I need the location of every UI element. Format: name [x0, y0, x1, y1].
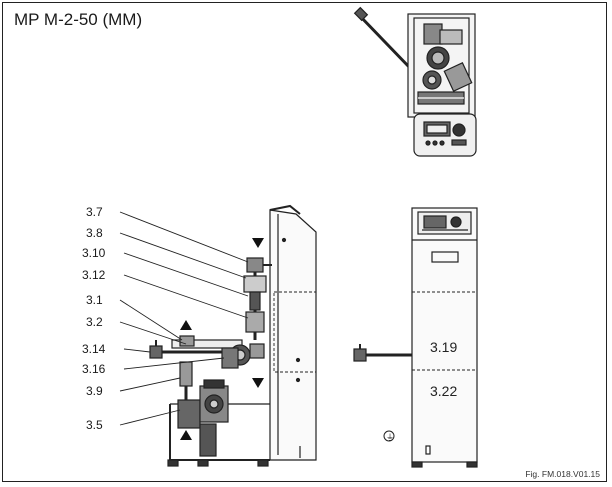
top-view [353, 6, 477, 157]
figure-reference: Fig. FM.018.V01.15 [525, 469, 600, 479]
callout-3-16: 3.16 [82, 362, 106, 376]
ground-icon [383, 430, 395, 442]
callout-3-10: 3.10 [82, 246, 106, 260]
front-view [353, 207, 478, 468]
ground-symbol: ⏚ [386, 433, 394, 442]
callout-labels: 3.7 3.8 3.10 3.12 3.1 3.2 3.14 3.16 3.9 … [82, 205, 106, 432]
callout-3-8: 3.8 [86, 226, 103, 240]
callout-3-12: 3.12 [82, 268, 106, 282]
callout-3-2: 3.2 [86, 315, 103, 329]
callout-3-14: 3.14 [82, 342, 106, 356]
callout-3-7: 3.7 [86, 205, 103, 219]
side-view [149, 204, 317, 467]
diagram-title: MP M-2-50 (MM) [14, 10, 143, 29]
callout-3-1: 3.1 [86, 293, 103, 307]
callout-3-5: 3.5 [86, 418, 103, 432]
front-label-lower: 3.22 [430, 383, 457, 399]
front-label-upper: 3.19 [430, 339, 457, 355]
leader-lines [119, 211, 249, 426]
callout-3-9: 3.9 [86, 384, 103, 398]
